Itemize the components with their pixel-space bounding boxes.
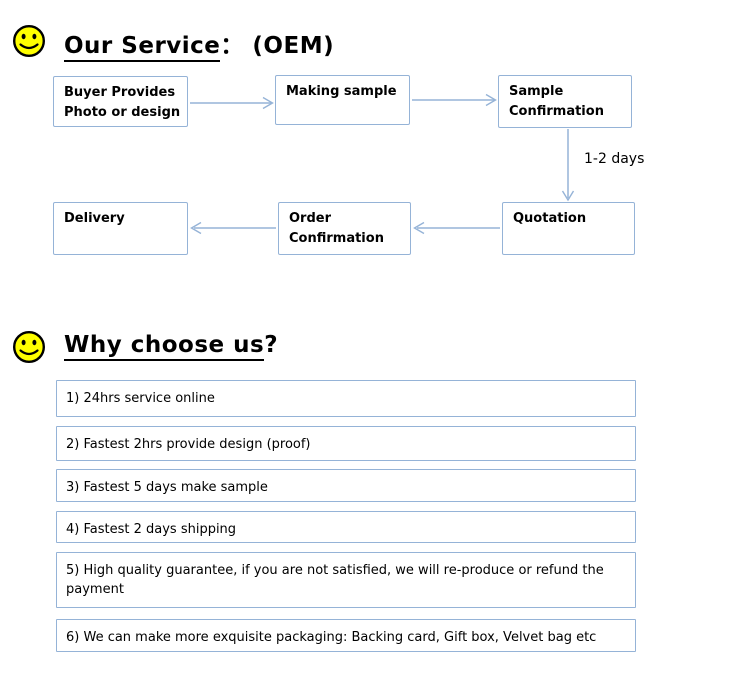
flow-box-buyer-provides: Buyer Provides Photo or design	[53, 76, 188, 127]
arrowhead-right-icon	[262, 96, 274, 110]
service-heading: Our Service： (OEM)	[64, 26, 335, 62]
arrowhead-left-icon	[413, 221, 425, 235]
smiley-left-eye	[21, 339, 26, 346]
smiley-mouth	[19, 349, 39, 356]
list-item-packaging: 6) We can make more exquisite packaging:…	[56, 619, 636, 652]
list-item-fast-design: 2) Fastest 2hrs provide design (proof)	[56, 426, 636, 461]
arrowhead-left-icon	[190, 221, 202, 235]
arrowhead-right-icon	[485, 93, 497, 107]
why-heading: Why choose us?	[64, 332, 279, 361]
flow-box-sample-confirmation: Sample Confirmation	[498, 75, 632, 128]
flow-box-quotation: Quotation	[502, 202, 635, 255]
list-item-24hrs-service: 1) 24hrs service online	[56, 380, 636, 417]
smiley-face	[12, 330, 46, 364]
service-heading-text: Our Service	[64, 33, 221, 62]
smiley-right-eye	[32, 339, 37, 346]
smiley-icon	[12, 24, 46, 58]
list-item-fast-shipping: 4) Fastest 2 days shipping	[56, 511, 636, 543]
why-heading-text: Why choose us	[64, 332, 265, 361]
list-item-fast-sample: 3) Fastest 5 days make sample	[56, 469, 636, 502]
service-heading-suffix: ： (OEM)	[220, 33, 335, 59]
smiley-left-eye	[21, 33, 26, 40]
flow-box-order-confirmation: Order Confirmation	[278, 202, 411, 255]
flow-box-making-sample: Making sample	[275, 75, 410, 125]
list-item-quality-guarantee: 5) High quality guarantee, if you are no…	[56, 552, 636, 608]
smiley-icon	[12, 330, 46, 364]
arrowhead-down-icon	[561, 190, 575, 202]
duration-label: 1-2 days	[584, 151, 645, 167]
smiley-mouth	[19, 43, 39, 50]
flow-box-delivery: Delivery	[53, 202, 188, 255]
smiley-right-eye	[32, 33, 37, 40]
smiley-face	[12, 24, 46, 58]
why-heading-suffix: ?	[264, 332, 279, 358]
